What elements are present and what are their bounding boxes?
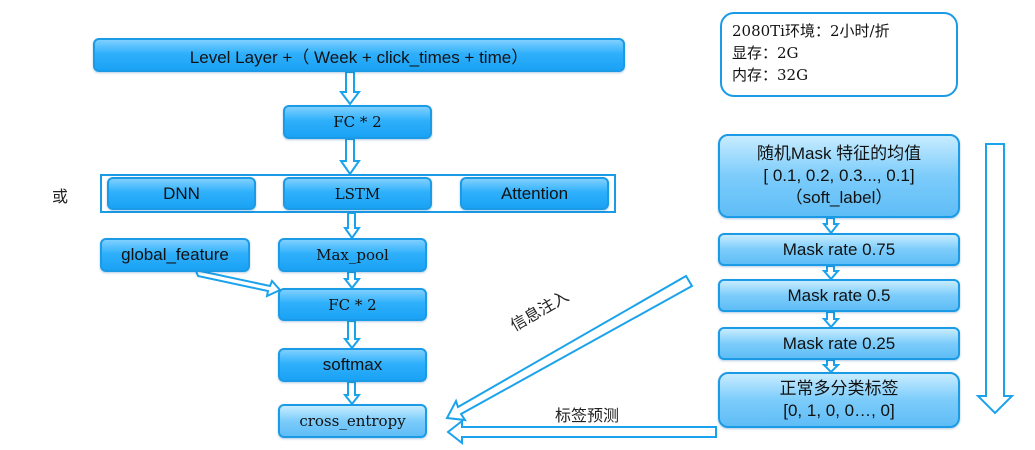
note-line: 显存：2G xyxy=(732,44,799,62)
cross-entropy-box: cross_entropy xyxy=(278,404,427,438)
arrow-down-icon xyxy=(343,212,361,240)
option-attention: Attention xyxy=(460,177,609,210)
environment-note: 2080Ti环境：2小时/折 显存：2G 内存：32G xyxy=(720,12,958,97)
option-lstm: LSTM xyxy=(283,177,432,210)
arrow-down-icon xyxy=(821,311,841,329)
arrow-down-icon xyxy=(821,217,841,235)
softmax-label: softmax xyxy=(322,355,383,374)
mask-rate-label: Mask rate 0.25 xyxy=(782,333,896,353)
option-label: DNN xyxy=(163,183,200,203)
inject-arrow-icon xyxy=(445,274,694,422)
input-layer-label: Level Layer +（ Week + click_times + time… xyxy=(189,47,529,67)
option-dnn: DNN xyxy=(107,177,256,210)
note-line: 2080Ti环境：2小时/折 xyxy=(732,22,890,40)
or-label: 或 xyxy=(52,187,69,206)
arrow-down-icon xyxy=(821,359,841,374)
arrow-down-icon xyxy=(342,271,362,290)
arrow-down-icon xyxy=(339,138,361,176)
mask-rate-box: Mask rate 0.25 xyxy=(718,327,960,360)
loss-label: cross_entropy xyxy=(299,412,406,430)
arrow-down-icon xyxy=(821,265,841,281)
progress-arrow-down-icon xyxy=(975,143,1015,415)
mask-mean-title: 随机Mask 特征的均值 xyxy=(756,144,922,163)
fc-box-2: FC * 2 xyxy=(278,288,427,321)
fc-label: FC * 2 xyxy=(328,295,377,314)
arrow-right-icon xyxy=(194,270,282,298)
mask-rate-label: Mask rate 0.5 xyxy=(787,285,891,305)
mask-rate-label: Mask rate 0.75 xyxy=(782,239,896,259)
model-options-frame xyxy=(100,174,616,213)
mask-mean-note: （soft_label） xyxy=(785,188,893,207)
fc-box-1: FC * 2 xyxy=(283,105,432,139)
arrow-down-icon xyxy=(342,320,362,350)
input-layer-box: Level Layer +（ Week + click_times + time… xyxy=(93,38,625,72)
arrow-down-icon xyxy=(339,71,361,106)
note-line: 内存：32G xyxy=(732,66,809,84)
predict-label: 标签预测 xyxy=(555,406,620,425)
mask-rate-box: Mask rate 0.75 xyxy=(718,233,960,266)
max-pool-label: Max_pool xyxy=(316,246,389,264)
softmax-box: softmax xyxy=(278,348,427,382)
fc-label: FC * 2 xyxy=(333,113,382,131)
hard-label-box: 正常多分类标签 [0, 1, 0, 0…, 0] xyxy=(718,372,960,428)
predict-arrow-icon xyxy=(446,418,717,446)
option-label: LSTM xyxy=(334,184,381,203)
mask-rate-box: Mask rate 0.5 xyxy=(718,279,960,312)
hard-label-values: [0, 1, 0, 0…, 0] xyxy=(783,401,895,420)
mask-mean-values: [ 0.1, 0.2, 0.3..., 0.1] xyxy=(763,166,915,185)
global-feature-box: global_feature xyxy=(100,238,250,272)
option-label: Attention xyxy=(500,183,569,203)
hard-label-title: 正常多分类标签 xyxy=(779,379,899,398)
arrow-down-icon xyxy=(342,381,362,406)
max-pool-box: Max_pool xyxy=(278,238,427,272)
global-feature-label: global_feature xyxy=(121,245,229,264)
mask-mean-box: 随机Mask 特征的均值 [ 0.1, 0.2, 0.3..., 0.1] （s… xyxy=(718,134,960,218)
